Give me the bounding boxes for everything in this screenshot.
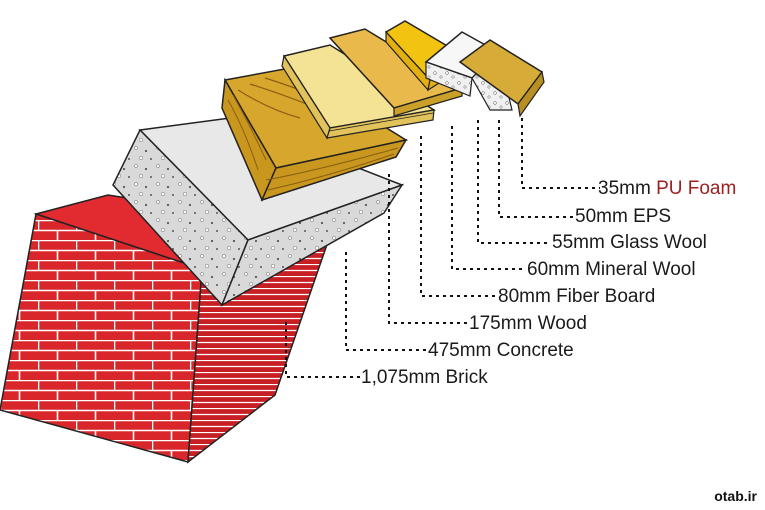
leader-line-fiber-board <box>420 136 497 297</box>
label-concrete-thickness: 475mm <box>428 340 492 361</box>
leader-line-pu-foam <box>521 118 600 189</box>
label-concrete: 475mm Concrete <box>428 341 574 360</box>
label-pu-foam-thickness: 35mm <box>598 178 651 199</box>
label-mineral-wool-material: Mineral Wool <box>585 259 696 280</box>
pu-foam-block <box>458 39 545 118</box>
label-glass-wool-thickness: 55mm <box>552 232 605 253</box>
label-eps-material: EPS <box>633 206 672 227</box>
label-wood-material: Wood <box>537 313 587 334</box>
label-mineral-wool: 60mm Mineral Wool <box>527 260 696 279</box>
label-glass-wool: 55mm Glass Wool <box>552 233 707 252</box>
label-eps-thickness: 50mm <box>575 206 628 227</box>
label-fiber-board-material: Fiber Board <box>556 286 656 307</box>
label-pu-foam: 35mm PU Foam <box>598 179 736 198</box>
label-brick-thickness: 1,075mm <box>361 367 441 388</box>
label-concrete-material: Concrete <box>496 340 574 361</box>
label-wood-thickness: 175mm <box>469 313 533 334</box>
leader-line-glass-wool <box>477 120 550 244</box>
label-brick: 1,075mm Brick <box>361 368 488 387</box>
leader-lines <box>285 118 600 378</box>
leader-line-wood <box>388 174 468 324</box>
label-eps: 50mm EPS <box>575 207 671 226</box>
leader-line-concrete <box>345 252 427 351</box>
site-credit: otab.ir <box>714 488 757 504</box>
label-brick-material: Brick <box>445 367 488 388</box>
label-fiber-board: 80mm Fiber Board <box>498 287 655 306</box>
label-wood: 175mm Wood <box>469 314 587 333</box>
label-pu-foam-material: PU Foam <box>656 178 737 199</box>
leader-line-eps <box>498 120 574 218</box>
label-mineral-wool-thickness: 60mm <box>527 259 580 280</box>
label-fiber-board-thickness: 80mm <box>498 286 551 307</box>
leader-line-mineral-wool <box>451 126 526 270</box>
label-glass-wool-material: Glass Wool <box>610 232 707 253</box>
